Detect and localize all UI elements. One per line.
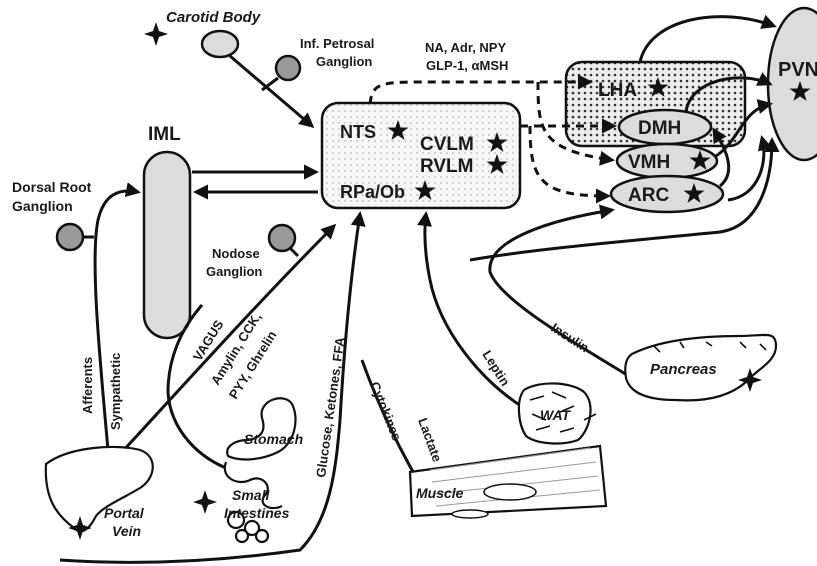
dorsal-root-ganglion <box>55 222 85 252</box>
intestines-star <box>193 490 217 514</box>
carotid-body <box>200 29 240 59</box>
periphery-to-pvn-path <box>469 137 780 262</box>
nodose-stalk <box>288 246 300 258</box>
cvlm-label: CVLM <box>420 134 474 155</box>
portal-label-1: Portal <box>104 505 145 521</box>
metabolite-path <box>59 211 366 564</box>
hypothalamic-signals-1: NA, Adr, NPY <box>425 40 506 55</box>
liver-shape <box>44 445 154 533</box>
insulin-path <box>488 204 633 380</box>
arc-to-pvn-arrow <box>727 135 773 202</box>
iml-column <box>142 150 192 340</box>
stomach-label: Stomach <box>244 431 303 447</box>
metabolites-label: Glucose, Ketones, FFA <box>313 336 348 479</box>
vmh-to-pvn-arrow <box>715 99 773 158</box>
nts-label: NTS <box>340 122 376 142</box>
brainstem-to-arc-dashed <box>528 125 611 204</box>
insulin-label: Insulin <box>548 320 591 355</box>
carotid-to-nts-arrow <box>229 54 315 128</box>
vmh-label: VMH <box>628 152 670 173</box>
leptin-label: Leptin <box>479 348 512 389</box>
carotid-star <box>144 22 168 46</box>
wat-label: WAT <box>540 407 572 423</box>
inf-petrosal-label-1: Inf. Petrosal <box>300 36 374 51</box>
cytokines-label: Cytokines <box>367 380 404 443</box>
small-label-1: Small <box>232 487 270 503</box>
brainstem-to-vmh-dashed <box>536 81 615 166</box>
arc-label: ARC <box>628 185 669 206</box>
inf-petrosal-ganglion <box>274 54 302 82</box>
arc-to-dmh-arrow <box>712 127 731 188</box>
dmh-label: DMH <box>638 118 681 139</box>
nodose-label-1: Nodose <box>212 246 260 261</box>
vagus-stomach-path <box>166 304 233 472</box>
petrosal-stalk <box>261 76 279 92</box>
nodose-label-2: Ganglion <box>206 264 262 279</box>
iml-label: IML <box>148 124 181 145</box>
intestines-shape <box>223 461 283 544</box>
muscle-shape <box>408 444 608 519</box>
arc-node <box>609 174 725 214</box>
rpa-ob-label: RPa/Ob <box>340 182 405 202</box>
nts-to-lha-dashed <box>368 74 593 105</box>
sympathetic-label: Sympathetic <box>108 353 123 430</box>
rvlm-label: RVLM <box>420 156 473 177</box>
muscle-label: Muscle <box>416 485 464 501</box>
carotid-body-label: Carotid Body <box>166 9 261 26</box>
hypothalamic-signals-2: GLP-1, αMSH <box>426 58 508 73</box>
leptin-path <box>417 211 525 410</box>
pvn-label: PVN <box>778 59 817 81</box>
lactate-label: Lactate <box>415 416 445 464</box>
pvn-node <box>766 6 817 162</box>
wat-shape <box>517 382 597 445</box>
brainstem-box <box>320 101 522 210</box>
sympathetic-afferent-path <box>93 182 141 451</box>
vagus-path <box>120 223 337 454</box>
portal-label-2: Vein <box>112 523 141 539</box>
dorsal-root-label-2: Ganglion <box>12 198 73 214</box>
lha-to-pvn-arrow <box>638 14 777 63</box>
inf-petrosal-label-2: Ganglion <box>316 54 372 69</box>
stomach-shape <box>226 397 297 461</box>
lha-label: LHA <box>598 80 637 101</box>
dmh-to-pvn-arrow <box>684 72 773 113</box>
dorsal-root-label-1: Dorsal Root <box>12 179 92 195</box>
nodose-ganglion <box>267 223 297 253</box>
pancreas-label: Pancreas <box>650 361 717 378</box>
afferents-label: Afferents <box>80 357 95 414</box>
small-label-2: Intestines <box>224 505 290 521</box>
